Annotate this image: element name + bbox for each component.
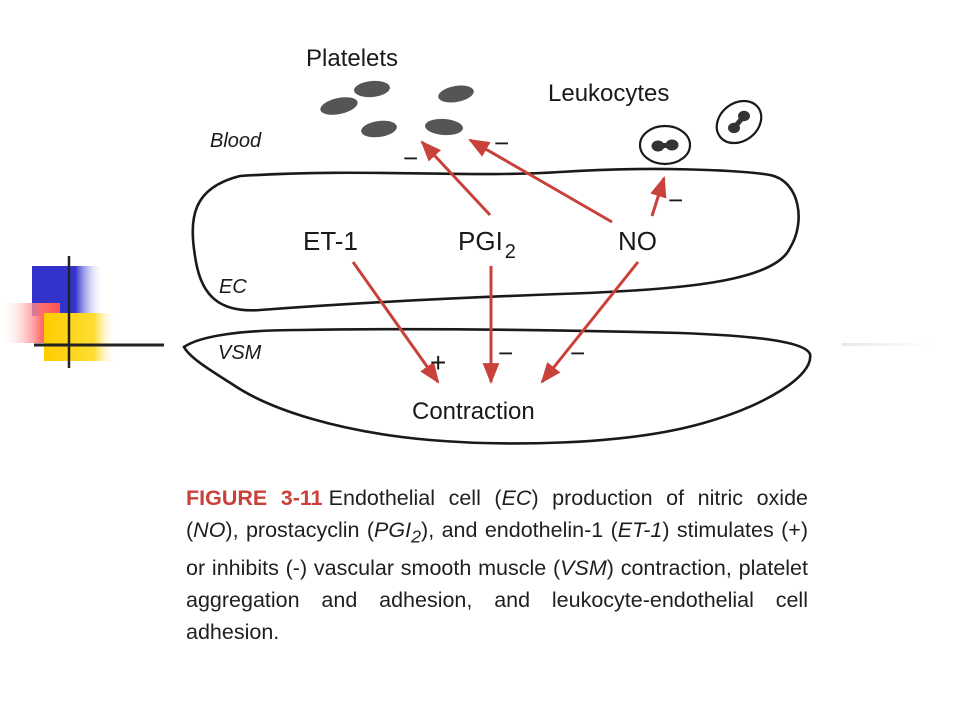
- caption-text: ) production of nitric oxide (: [186, 486, 808, 542]
- sign-pgi-to-platelets: −: [403, 143, 418, 173]
- arrow-et1-to-contraction: [351, 261, 440, 384]
- platelets-group: [320, 80, 474, 138]
- caption-abbr-ec: EC: [501, 486, 532, 510]
- leukocyte: [638, 124, 692, 166]
- deco-yellow-square: [44, 313, 116, 361]
- label-et1: ET-1: [303, 226, 358, 256]
- label-contraction: Contraction: [412, 398, 535, 425]
- label-blood: Blood: [210, 130, 262, 152]
- label-ec: EC: [219, 276, 247, 298]
- platelet: [320, 97, 358, 115]
- arrows-group: [351, 138, 667, 385]
- caption-text: ), and endothelin-1 (: [421, 518, 618, 542]
- deco-faint-line: [842, 343, 932, 346]
- label-vsm: VSM: [218, 342, 262, 364]
- platelet: [354, 80, 390, 98]
- platelet: [425, 118, 463, 136]
- sign-et1-to-contraction: +: [430, 347, 446, 378]
- caption-abbr-no: NO: [193, 518, 226, 542]
- caption-abbr-et1: ET-1: [617, 518, 663, 542]
- vsm-outline: [182, 327, 812, 445]
- caption-text: ) contraction, platelet aggregation and …: [186, 556, 808, 645]
- sign-pgi-to-contraction: −: [498, 338, 513, 368]
- caption-text: ) stimulates (+) or inhibits (-) vascula…: [186, 518, 808, 581]
- endothelial-cell-outline: [191, 167, 800, 312]
- arrow-no-to-contraction: [540, 261, 640, 384]
- sign-no-to-contraction: −: [570, 338, 585, 368]
- figure-label: FIGURE 3-11: [186, 486, 323, 510]
- platelet: [361, 120, 397, 138]
- caption-abbr-vsm: VSM: [560, 556, 607, 581]
- caption-text: ), prostacyclin (: [225, 518, 375, 542]
- caption-text: Endothelial cell (: [328, 486, 502, 510]
- label-platelets: Platelets: [306, 45, 398, 72]
- arrow-no-to-leukocytes: [650, 175, 667, 217]
- sign-no-to-leukocytes: −: [668, 185, 683, 215]
- label-leukocytes: Leukocytes: [548, 80, 669, 107]
- arrow-pgi-to-platelets: [420, 140, 492, 217]
- sign-no-to-platelets: −: [494, 128, 509, 158]
- caption-abbr-pgi: PGI2: [374, 518, 422, 547]
- platelet: [438, 85, 474, 103]
- leukocyte: [715, 99, 763, 145]
- arrow-no-to-platelets: [468, 138, 613, 224]
- label-no: NO: [618, 226, 657, 256]
